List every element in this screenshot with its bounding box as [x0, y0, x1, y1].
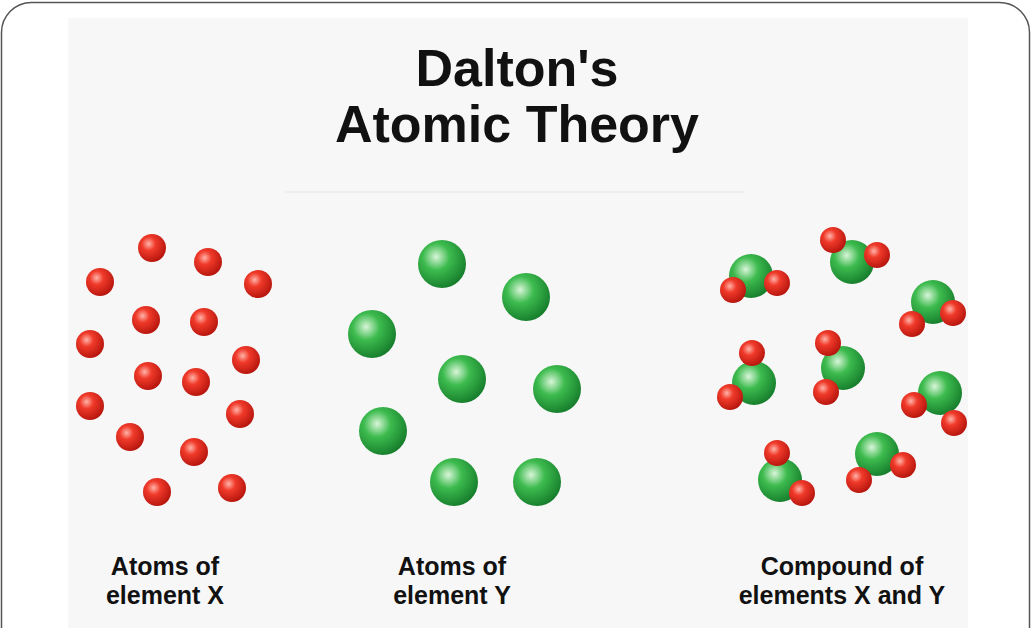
atom-x — [180, 438, 208, 466]
molecule — [813, 330, 865, 405]
group-caption: Compound of elements X and Y — [717, 552, 967, 610]
atom-x — [138, 234, 166, 262]
atom-x — [132, 306, 160, 334]
atom-y — [438, 355, 486, 403]
atoms-y — [348, 240, 581, 506]
separator — [285, 191, 745, 193]
atom-x — [232, 346, 260, 374]
atom-x — [226, 400, 254, 428]
group-caption: Atoms of element X — [80, 552, 250, 610]
atom-x — [134, 362, 162, 390]
group-caption: Atoms of element Y — [367, 552, 537, 610]
molecule — [820, 227, 890, 284]
atom-y — [359, 407, 407, 455]
atom-y — [430, 458, 478, 506]
molecule — [720, 254, 790, 303]
atom-x — [244, 270, 272, 298]
atom-y — [348, 310, 396, 358]
background-panel — [68, 18, 968, 628]
atom-x — [218, 474, 246, 502]
title: Dalton's Atomic Theory — [322, 40, 712, 152]
molecule — [758, 440, 815, 506]
atom-x — [194, 248, 222, 276]
atom-y — [502, 273, 550, 321]
atom-x — [143, 478, 171, 506]
atom-x — [190, 308, 218, 336]
atom-y — [533, 365, 581, 413]
molecule — [901, 371, 967, 436]
atom-x — [76, 392, 104, 420]
atom-x — [76, 330, 104, 358]
atom-x — [182, 368, 210, 396]
compound-molecules — [717, 227, 967, 506]
frame — [2, 3, 1030, 628]
molecule — [717, 340, 776, 410]
molecule — [899, 280, 966, 337]
atom-y — [513, 458, 561, 506]
atom-x — [86, 268, 114, 296]
atom-y — [418, 240, 466, 288]
atoms-x — [76, 234, 272, 506]
molecule — [846, 432, 916, 493]
atom-x — [116, 423, 144, 451]
